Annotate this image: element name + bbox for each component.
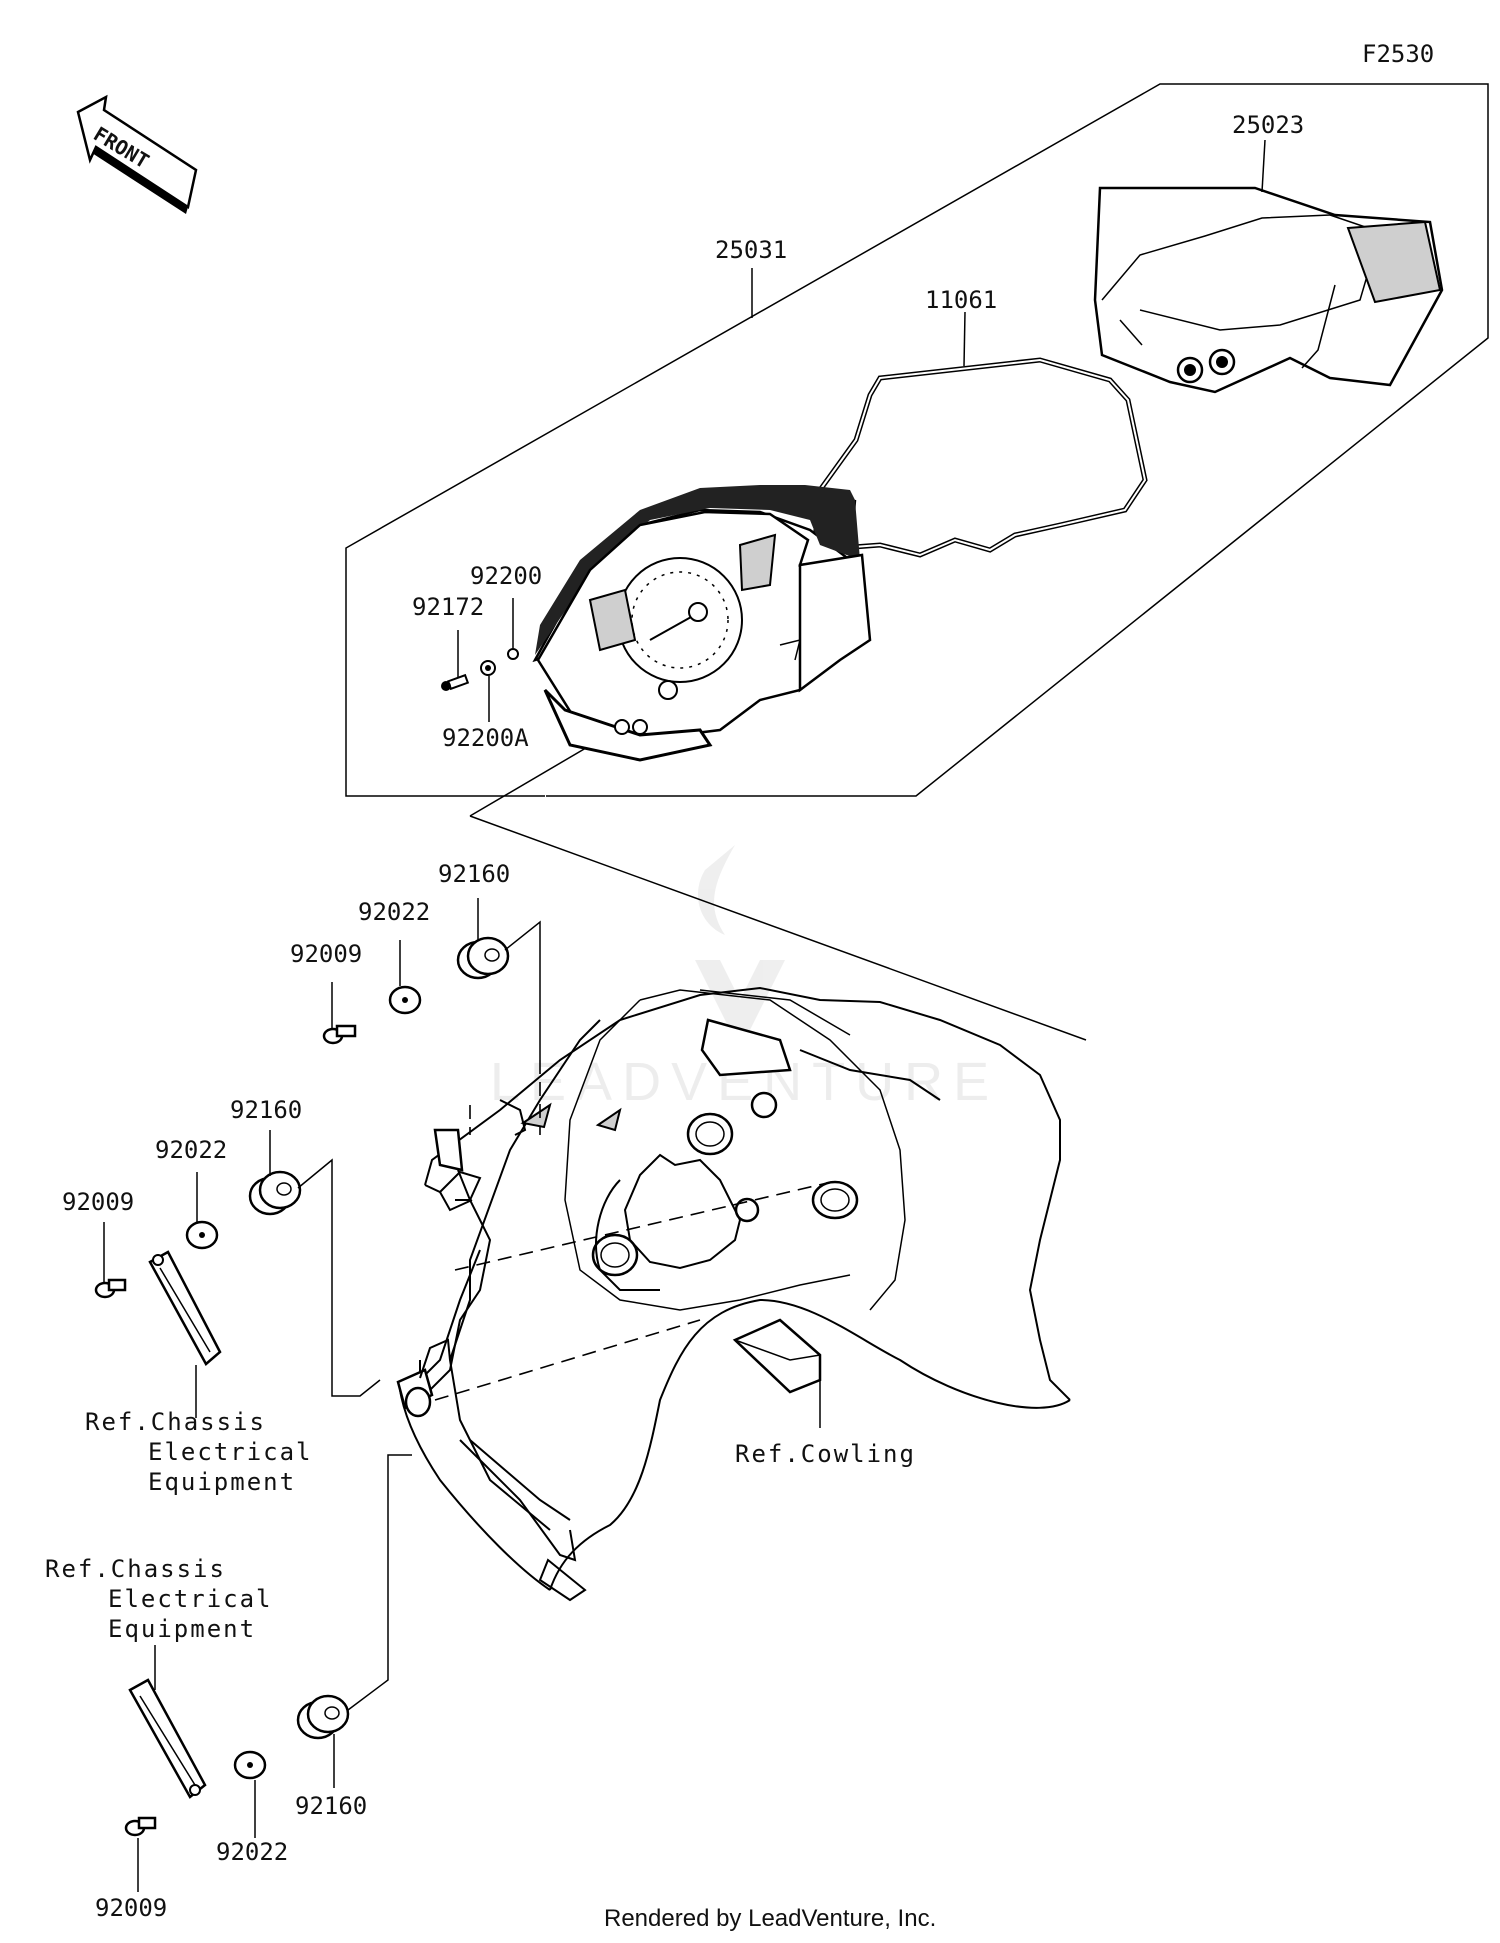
dash-low (434, 1319, 701, 1401)
bracket-lower (128, 1678, 207, 1799)
damper-mid (248, 1170, 302, 1216)
label-92022-top: 92022 (358, 898, 430, 926)
label-92200a: 92200A (442, 724, 529, 752)
bolt-top (322, 1024, 357, 1045)
washer-92200 (507, 648, 519, 660)
leader-25023 (1261, 139, 1266, 193)
dash-mid (454, 1179, 841, 1271)
meter-body (532, 485, 872, 762)
bolt-bottom (124, 1816, 157, 1837)
ref-cowling: Ref.Cowling (735, 1440, 916, 1468)
label-92160-bottom: 92160 (295, 1792, 367, 1820)
label-92160-top: 92160 (438, 860, 510, 888)
ref-chassis-lower-line1: Ref.Chassis (45, 1555, 226, 1583)
leader-damper-mid (297, 1158, 381, 1397)
figure-code: F2530 (1362, 40, 1434, 68)
label-25031: 25031 (715, 236, 787, 264)
leader-11061 (963, 311, 966, 367)
ref-chassis-lower-line3: Equipment (108, 1615, 256, 1643)
footer-credit: Rendered by LeadVenture, Inc. (604, 1905, 936, 1932)
label-92009-mid: 92009 (62, 1188, 134, 1216)
screw-92172 (441, 673, 470, 691)
label-92022-mid: 92022 (155, 1136, 227, 1164)
label-92172: 92172 (412, 593, 484, 621)
label-92160-mid: 92160 (230, 1096, 302, 1124)
label-11061: 11061 (925, 286, 997, 314)
upper-cover (1093, 186, 1444, 394)
ref-chassis-lower-line2: Electrical (108, 1585, 273, 1613)
label-92200: 92200 (470, 562, 542, 590)
ref-chassis-upper-line1: Ref.Chassis (85, 1408, 266, 1436)
label-92022-bottom: 92022 (216, 1838, 288, 1866)
bracket-upper (148, 1250, 222, 1366)
cowling (396, 986, 1071, 1602)
front-arrow-icon: FRONT (76, 94, 198, 214)
leader-damper-bottom (347, 1454, 412, 1711)
gasket (813, 357, 1148, 558)
ref-chassis-upper-line2: Electrical (148, 1438, 313, 1466)
label-25023: 25023 (1232, 111, 1304, 139)
label-92009-bottom: 92009 (95, 1894, 167, 1922)
ref-chassis-upper-line3: Equipment (148, 1468, 296, 1496)
label-92009-top: 92009 (290, 940, 362, 968)
leader-damper-top (504, 920, 541, 1060)
bolt-mid (94, 1278, 127, 1299)
damper-top (456, 936, 510, 980)
damper-bottom (296, 1694, 350, 1740)
